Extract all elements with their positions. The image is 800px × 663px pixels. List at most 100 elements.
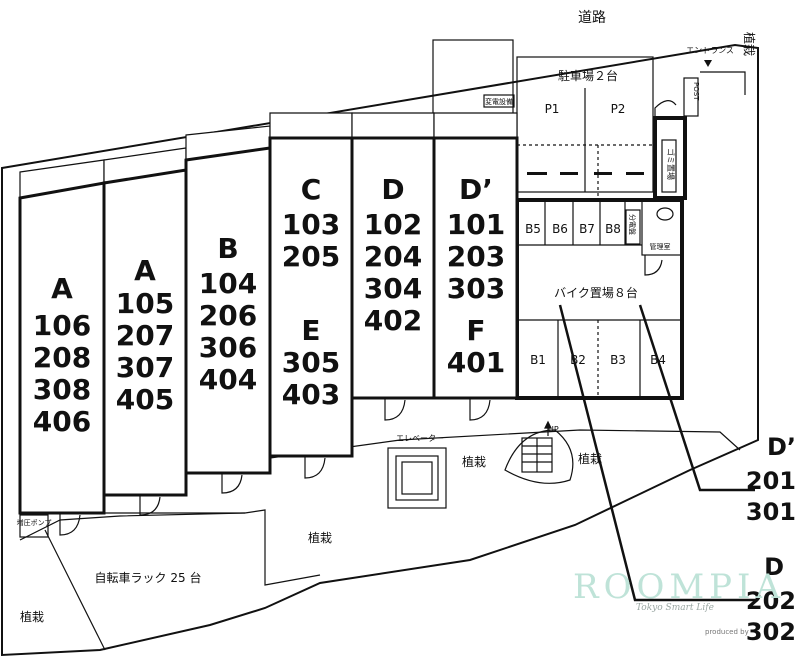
balconies	[19, 112, 518, 199]
callout-dp-letter: D’	[767, 433, 796, 461]
parking-label: 駐車場２台	[558, 68, 618, 83]
elevator-car	[395, 455, 439, 501]
svg-text:205: 205	[282, 240, 340, 273]
svg-text:204: 204	[364, 240, 422, 273]
svg-text:105: 105	[116, 287, 174, 320]
svg-text:206: 206	[199, 299, 257, 332]
svg-text:103: 103	[282, 208, 340, 241]
planting-label-lower: 植栽	[308, 530, 332, 545]
entrance-path	[700, 71, 746, 95]
svg-text:203: 203	[447, 240, 505, 273]
road-label: 道路	[578, 10, 606, 26]
unit-a1-letter: A	[51, 272, 73, 305]
garden-edge	[44, 529, 106, 651]
svg-text:308: 308	[33, 373, 91, 406]
elevator-core	[401, 461, 433, 495]
inner-boundary	[20, 509, 321, 586]
unit-c-e-labels: C 103 205 E 305 403	[282, 173, 340, 411]
svg-text:307: 307	[116, 351, 174, 384]
callout-dp-leader	[638, 304, 755, 492]
planting-label-top-right: 植栽	[742, 32, 757, 56]
parking-p2: P2	[611, 102, 626, 116]
door-swing	[654, 100, 677, 118]
callout-dp: D’ 201 301	[746, 433, 796, 526]
unit-dp-letter: D’	[459, 173, 493, 206]
brand-tagline: Tokyo Smart Life	[636, 603, 714, 613]
parking-stops	[527, 172, 644, 175]
svg-text:305: 305	[282, 346, 340, 379]
unit-block-a1	[18, 181, 106, 515]
unit-c-letter: C	[301, 173, 322, 206]
toilet-icon	[656, 207, 674, 221]
svg-text:207: 207	[116, 319, 174, 352]
svg-text:106: 106	[33, 309, 91, 342]
svg-text:401: 401	[447, 346, 505, 379]
svg-text:202: 202	[746, 587, 796, 615]
unit-block-a2	[102, 168, 188, 497]
unit-dp-f-labels: D’ 101 203 303 F 401	[447, 173, 505, 379]
substation-label: 変電設備	[485, 97, 513, 106]
svg-text:101: 101	[447, 208, 505, 241]
bike-slot-b6: B6	[552, 222, 568, 236]
svg-text:306: 306	[199, 331, 257, 364]
planting-edge	[269, 429, 741, 459]
planting-boundary	[19, 512, 246, 541]
unit-a2-labels: A 105 207 307 405	[116, 254, 174, 416]
svg-text:201: 201	[746, 467, 796, 495]
planting-label-right: 植栽	[578, 451, 602, 466]
unit-d-letter: D	[381, 173, 404, 206]
svg-text:304: 304	[364, 272, 422, 305]
svg-text:208: 208	[33, 341, 91, 374]
unit-block-ce	[268, 136, 354, 458]
unit-a2-letter: A	[134, 254, 156, 287]
unit-f-letter: F	[466, 314, 485, 347]
door-swings	[59, 398, 491, 536]
callout-d: D 202 302	[746, 553, 796, 646]
svg-text:406: 406	[33, 405, 91, 438]
bike-slot-b3: B3	[610, 353, 626, 367]
stairs	[504, 420, 574, 484]
svg-text:303: 303	[447, 272, 505, 305]
post-label: POST	[692, 82, 700, 101]
unit-d-labels: D 102 204 304 402	[364, 173, 422, 337]
svg-text:102: 102	[364, 208, 422, 241]
planting-label-corner: 植栽	[20, 609, 44, 624]
svg-text:301: 301	[746, 498, 796, 526]
substation-box	[483, 94, 515, 108]
pressure-pump-label: 増圧ポンプ	[17, 518, 52, 527]
parking-p1: P1	[545, 102, 560, 116]
svg-text:404: 404	[199, 363, 257, 396]
garbage-inner	[661, 139, 677, 193]
management-label: 管理室	[650, 242, 671, 251]
brand-logo: ROOMPIA	[573, 567, 785, 607]
bike-slot-b5: B5	[525, 222, 541, 236]
unit-e-letter: E	[301, 314, 320, 347]
stairs-up-label: UP	[548, 425, 559, 434]
planting-label-center: 植栽	[462, 454, 486, 469]
bike-parking-label: バイク置場８台	[554, 285, 638, 300]
svg-text:302: 302	[746, 618, 796, 646]
unit-b-labels: B 104 206 306 404	[199, 232, 257, 396]
brand-produced-by: produced by	[705, 628, 749, 636]
management-door	[644, 255, 663, 276]
svg-text:405: 405	[116, 383, 174, 416]
bike-slot-b7: B7	[579, 222, 595, 236]
svg-text:104: 104	[199, 267, 257, 300]
distribution-board	[625, 209, 641, 245]
bike-slot-b1: B1	[530, 353, 546, 367]
entrance-label: エントランス	[686, 46, 734, 55]
callout-d-letter: D	[764, 553, 784, 581]
bicycle-rack-label: 自転車ラック 25 台	[95, 570, 202, 585]
post-box	[683, 77, 699, 117]
bike-slot-b8: B8	[605, 222, 621, 236]
svg-text:402: 402	[364, 304, 422, 337]
elevator-shaft	[387, 447, 447, 509]
elevator-label: エレベーター	[396, 434, 444, 443]
pressure-pump-box	[19, 514, 49, 538]
callout-d-leader	[558, 304, 755, 602]
unit-block-dpf	[432, 136, 519, 400]
site-boundary	[1, 43, 759, 657]
distribution-board-label: 分電盤	[628, 214, 637, 235]
unit-b-letter: B	[217, 232, 238, 265]
